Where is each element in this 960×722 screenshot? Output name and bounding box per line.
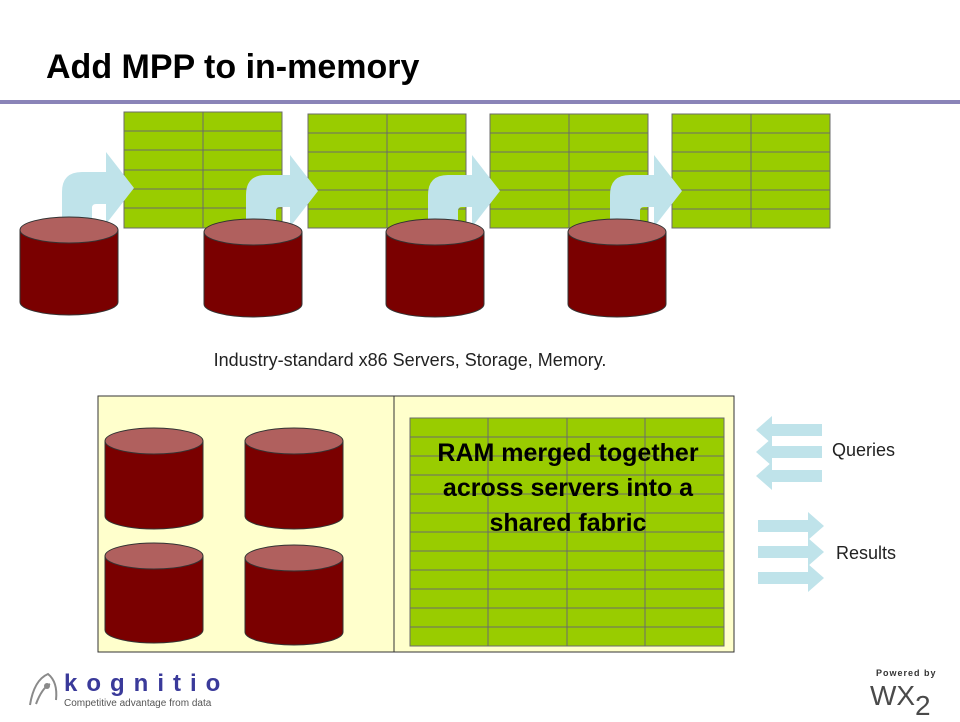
database-cylinder-icon [244,544,344,646]
database-cylinder-icon [104,542,204,644]
server-2 [203,113,467,318]
memory-grid-icon [307,113,467,229]
right-arrow-icon [758,538,824,566]
caption: Industry-standard x86 Servers, Storage, … [213,350,607,370]
database-cylinder-icon [567,218,667,318]
product-name: WX [870,680,916,711]
memory-grid-icon [671,113,831,229]
database-cylinder-icon [203,218,303,318]
database-cylinder-icon [244,427,344,530]
title-rule [0,100,960,104]
database-cylinder-icon [19,216,119,316]
results-label: Results [836,543,897,563]
server-3 [385,113,649,318]
slide-title: Add MPP to in-memory [46,48,420,86]
left-arrow-icon [756,438,822,466]
query-arrows [756,416,822,490]
queries-label: Queries [832,440,896,460]
left-arrow-icon [756,462,822,490]
database-cylinder-icon [385,218,485,318]
database-cylinder-icon [104,427,204,530]
right-arrow-icon [758,512,824,540]
result-arrows [758,512,824,592]
combined-server-panel [97,395,735,653]
server-4 [567,113,831,318]
right-arrow-icon [758,564,824,592]
shared-memory-fabric [409,417,725,647]
logo-tagline: Competitive advantage from data [64,698,212,709]
fabric-label: RAM merged together across servers into … [437,439,699,537]
logo-text: kognitio [64,670,230,697]
kognitio-logo-icon [29,672,58,706]
left-arrow-icon [756,416,822,444]
product-subscript: 2 [915,690,931,721]
powered-by-label: Powered by [876,668,937,678]
